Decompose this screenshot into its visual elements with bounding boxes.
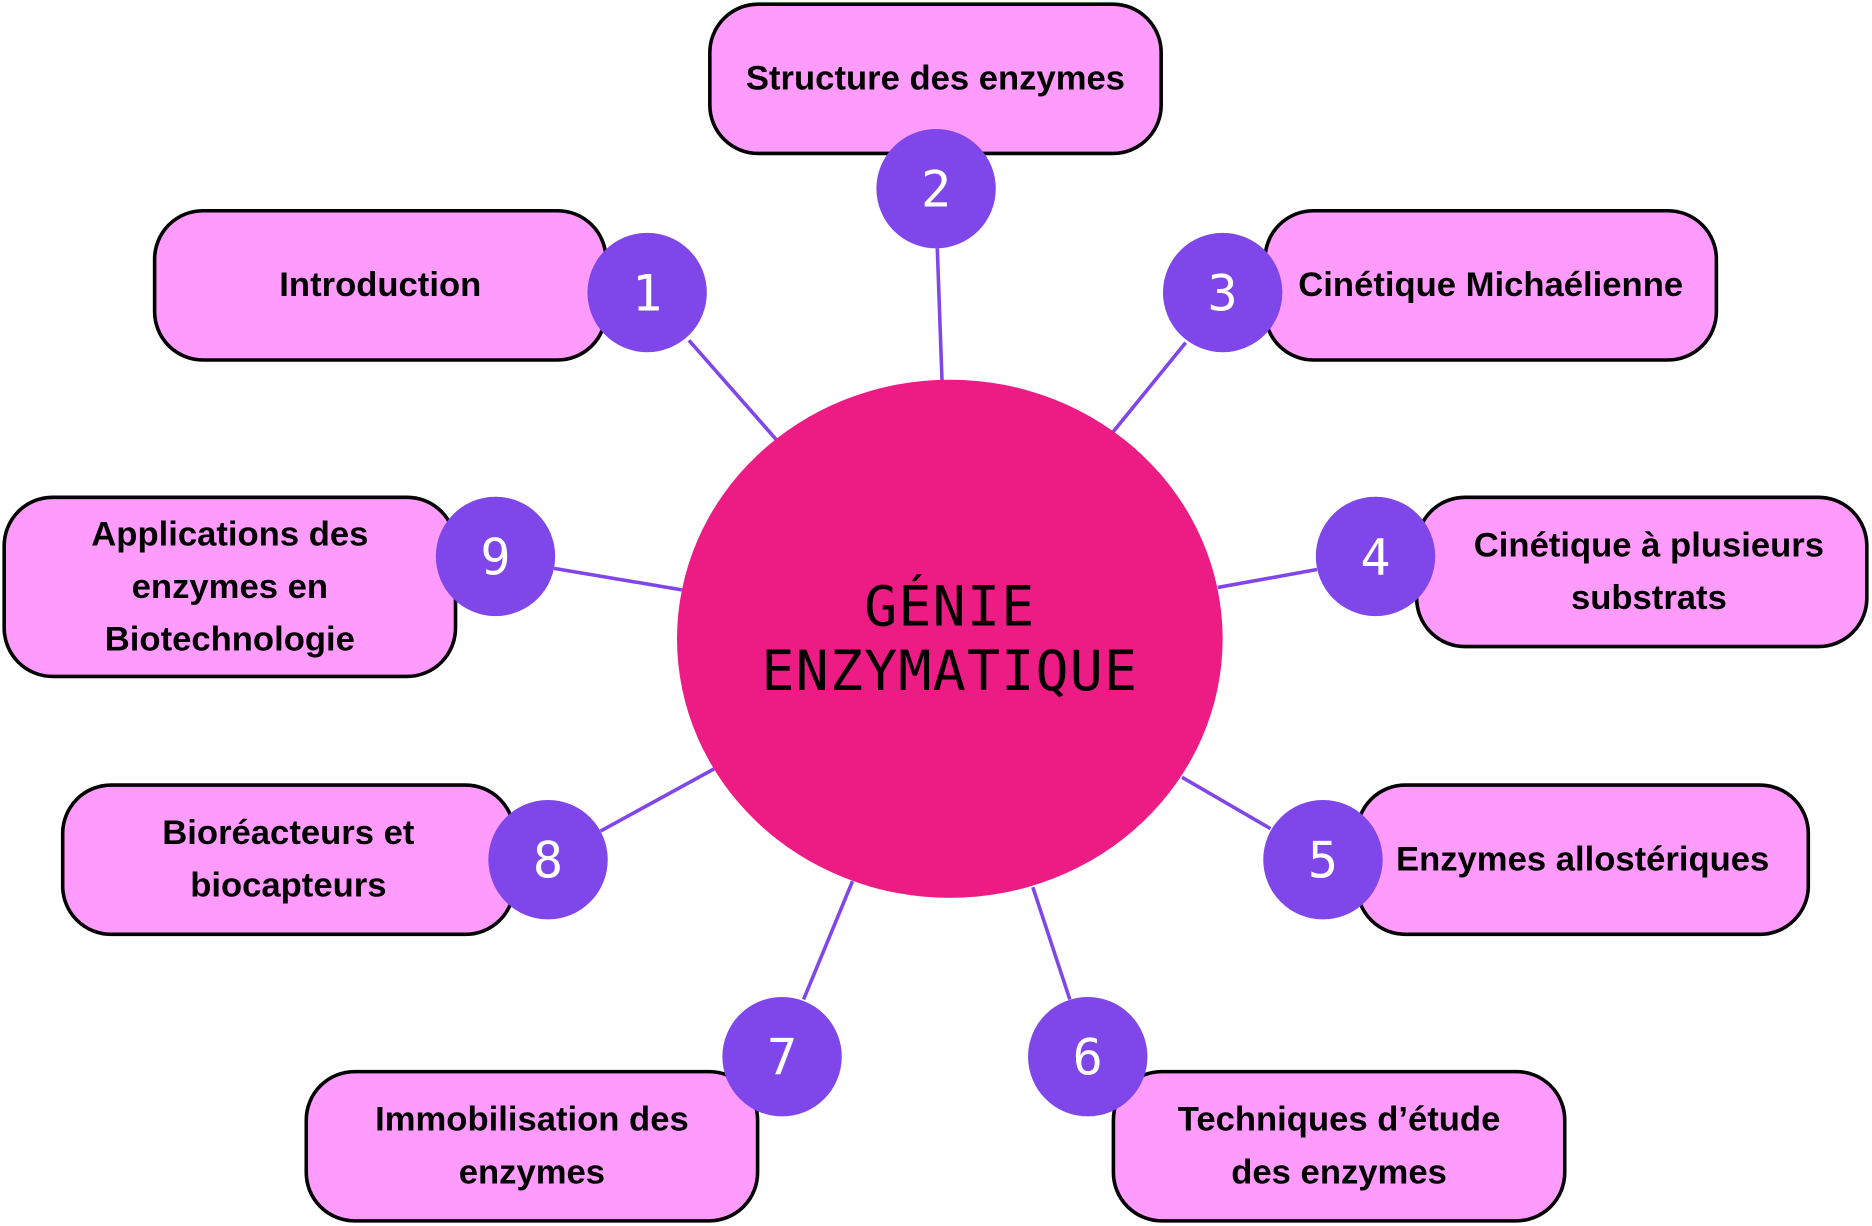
badge-5: 5 xyxy=(1263,799,1383,920)
topic-box-6: Techniques d’étude des enzymes xyxy=(1111,1069,1567,1223)
badge-4: 4 xyxy=(1315,496,1436,617)
badge-7: 7 xyxy=(722,996,842,1117)
topic-box-8: Bioréacteurs et biocapteurs xyxy=(60,783,516,937)
connector-8 xyxy=(599,767,715,833)
connector-9 xyxy=(553,566,683,592)
badge-2: 2 xyxy=(876,128,996,249)
connector-6 xyxy=(1031,886,1072,1000)
central-title: GÉNIE ENZYMATIQUE xyxy=(761,574,1139,704)
topic-label: Structure des enzymes xyxy=(745,59,1126,98)
connector-7 xyxy=(801,880,855,1001)
topic-label: Introduction xyxy=(279,266,482,305)
topic-label: Cinétique à plusieurs substrats xyxy=(1473,526,1825,618)
topic-label: Cinétique Michaélienne xyxy=(1298,266,1684,305)
central-topic: GÉNIE ENZYMATIQUE xyxy=(676,379,1223,898)
connector-2 xyxy=(935,248,944,383)
topic-box-3: Cinétique Michaélienne xyxy=(1263,208,1719,362)
badge-8: 8 xyxy=(488,799,608,920)
topic-label: Techniques d’étude des enzymes xyxy=(1177,1100,1501,1192)
connector-1 xyxy=(687,339,778,441)
topic-box-4: Cinétique à plusieurs substrats xyxy=(1414,495,1869,649)
topic-box-1: Introduction xyxy=(152,208,608,362)
badge-6: 6 xyxy=(1028,996,1148,1117)
topic-label: Enzymes allostériques xyxy=(1395,840,1770,879)
topic-label: Immobilisation des enzymes xyxy=(375,1100,689,1192)
connector-5 xyxy=(1181,775,1272,831)
topic-box-9: Applications des enzymes en Biotechnolog… xyxy=(2,495,458,679)
badge-1: 1 xyxy=(587,232,707,353)
badge-9: 9 xyxy=(435,496,556,617)
connector-3 xyxy=(1111,341,1188,434)
topic-box-5: Enzymes allostériques xyxy=(1355,783,1811,937)
connector-4 xyxy=(1217,567,1318,590)
topic-label: Applications des enzymes en Biotechnolog… xyxy=(91,515,369,659)
topic-label: Bioréacteurs et biocapteurs xyxy=(162,814,415,906)
badge-3: 3 xyxy=(1162,232,1283,353)
topic-box-7: Immobilisation des enzymes xyxy=(304,1069,760,1223)
